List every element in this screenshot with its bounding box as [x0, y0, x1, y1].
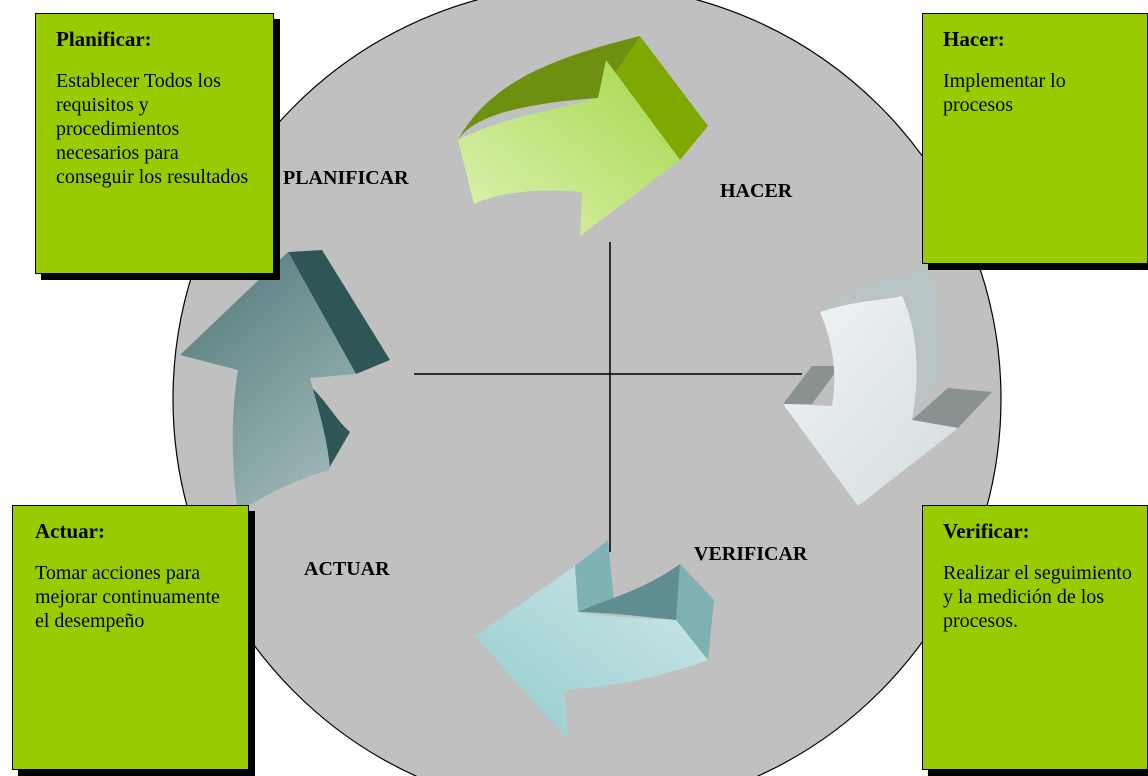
phase-label-verificar: VERIFICAR — [694, 543, 808, 565]
actuar-box: Actuar: Tomar acciones para mejorar cont… — [12, 505, 249, 770]
planificar-box-title: Planificar: — [56, 27, 152, 51]
arrow-actuar — [180, 250, 390, 512]
verificar-box: Verificar: Realizar el seguimiento y la … — [922, 505, 1148, 770]
cycle-circle — [172, 0, 1002, 776]
phase-label-actuar: ACTUAR — [304, 558, 390, 580]
hacer-box-text: Implementar lo procesos — [943, 70, 1066, 116]
hacer-box: Hacer: Implementar lo procesos — [922, 13, 1148, 264]
arrow-verificar — [475, 540, 714, 740]
planificar-box-text: Establecer Todos los requisitos y proced… — [56, 70, 249, 188]
verificar-box-text: Realizar el seguimiento y la medición de… — [943, 562, 1132, 632]
hacer-box-title: Hacer: — [943, 27, 1005, 51]
verificar-box-title: Verificar: — [943, 519, 1030, 543]
arrow-planificar — [458, 36, 708, 236]
actuar-box-text: Tomar acciones para mejorar continuament… — [35, 562, 220, 632]
actuar-box-title: Actuar: — [35, 519, 105, 543]
arrow-hacer — [783, 270, 992, 506]
phase-label-planificar: PLANIFICAR — [283, 167, 409, 189]
planificar-box: Planificar: Establecer Todos los requisi… — [35, 13, 274, 274]
phase-label-hacer: HACER — [720, 180, 793, 202]
